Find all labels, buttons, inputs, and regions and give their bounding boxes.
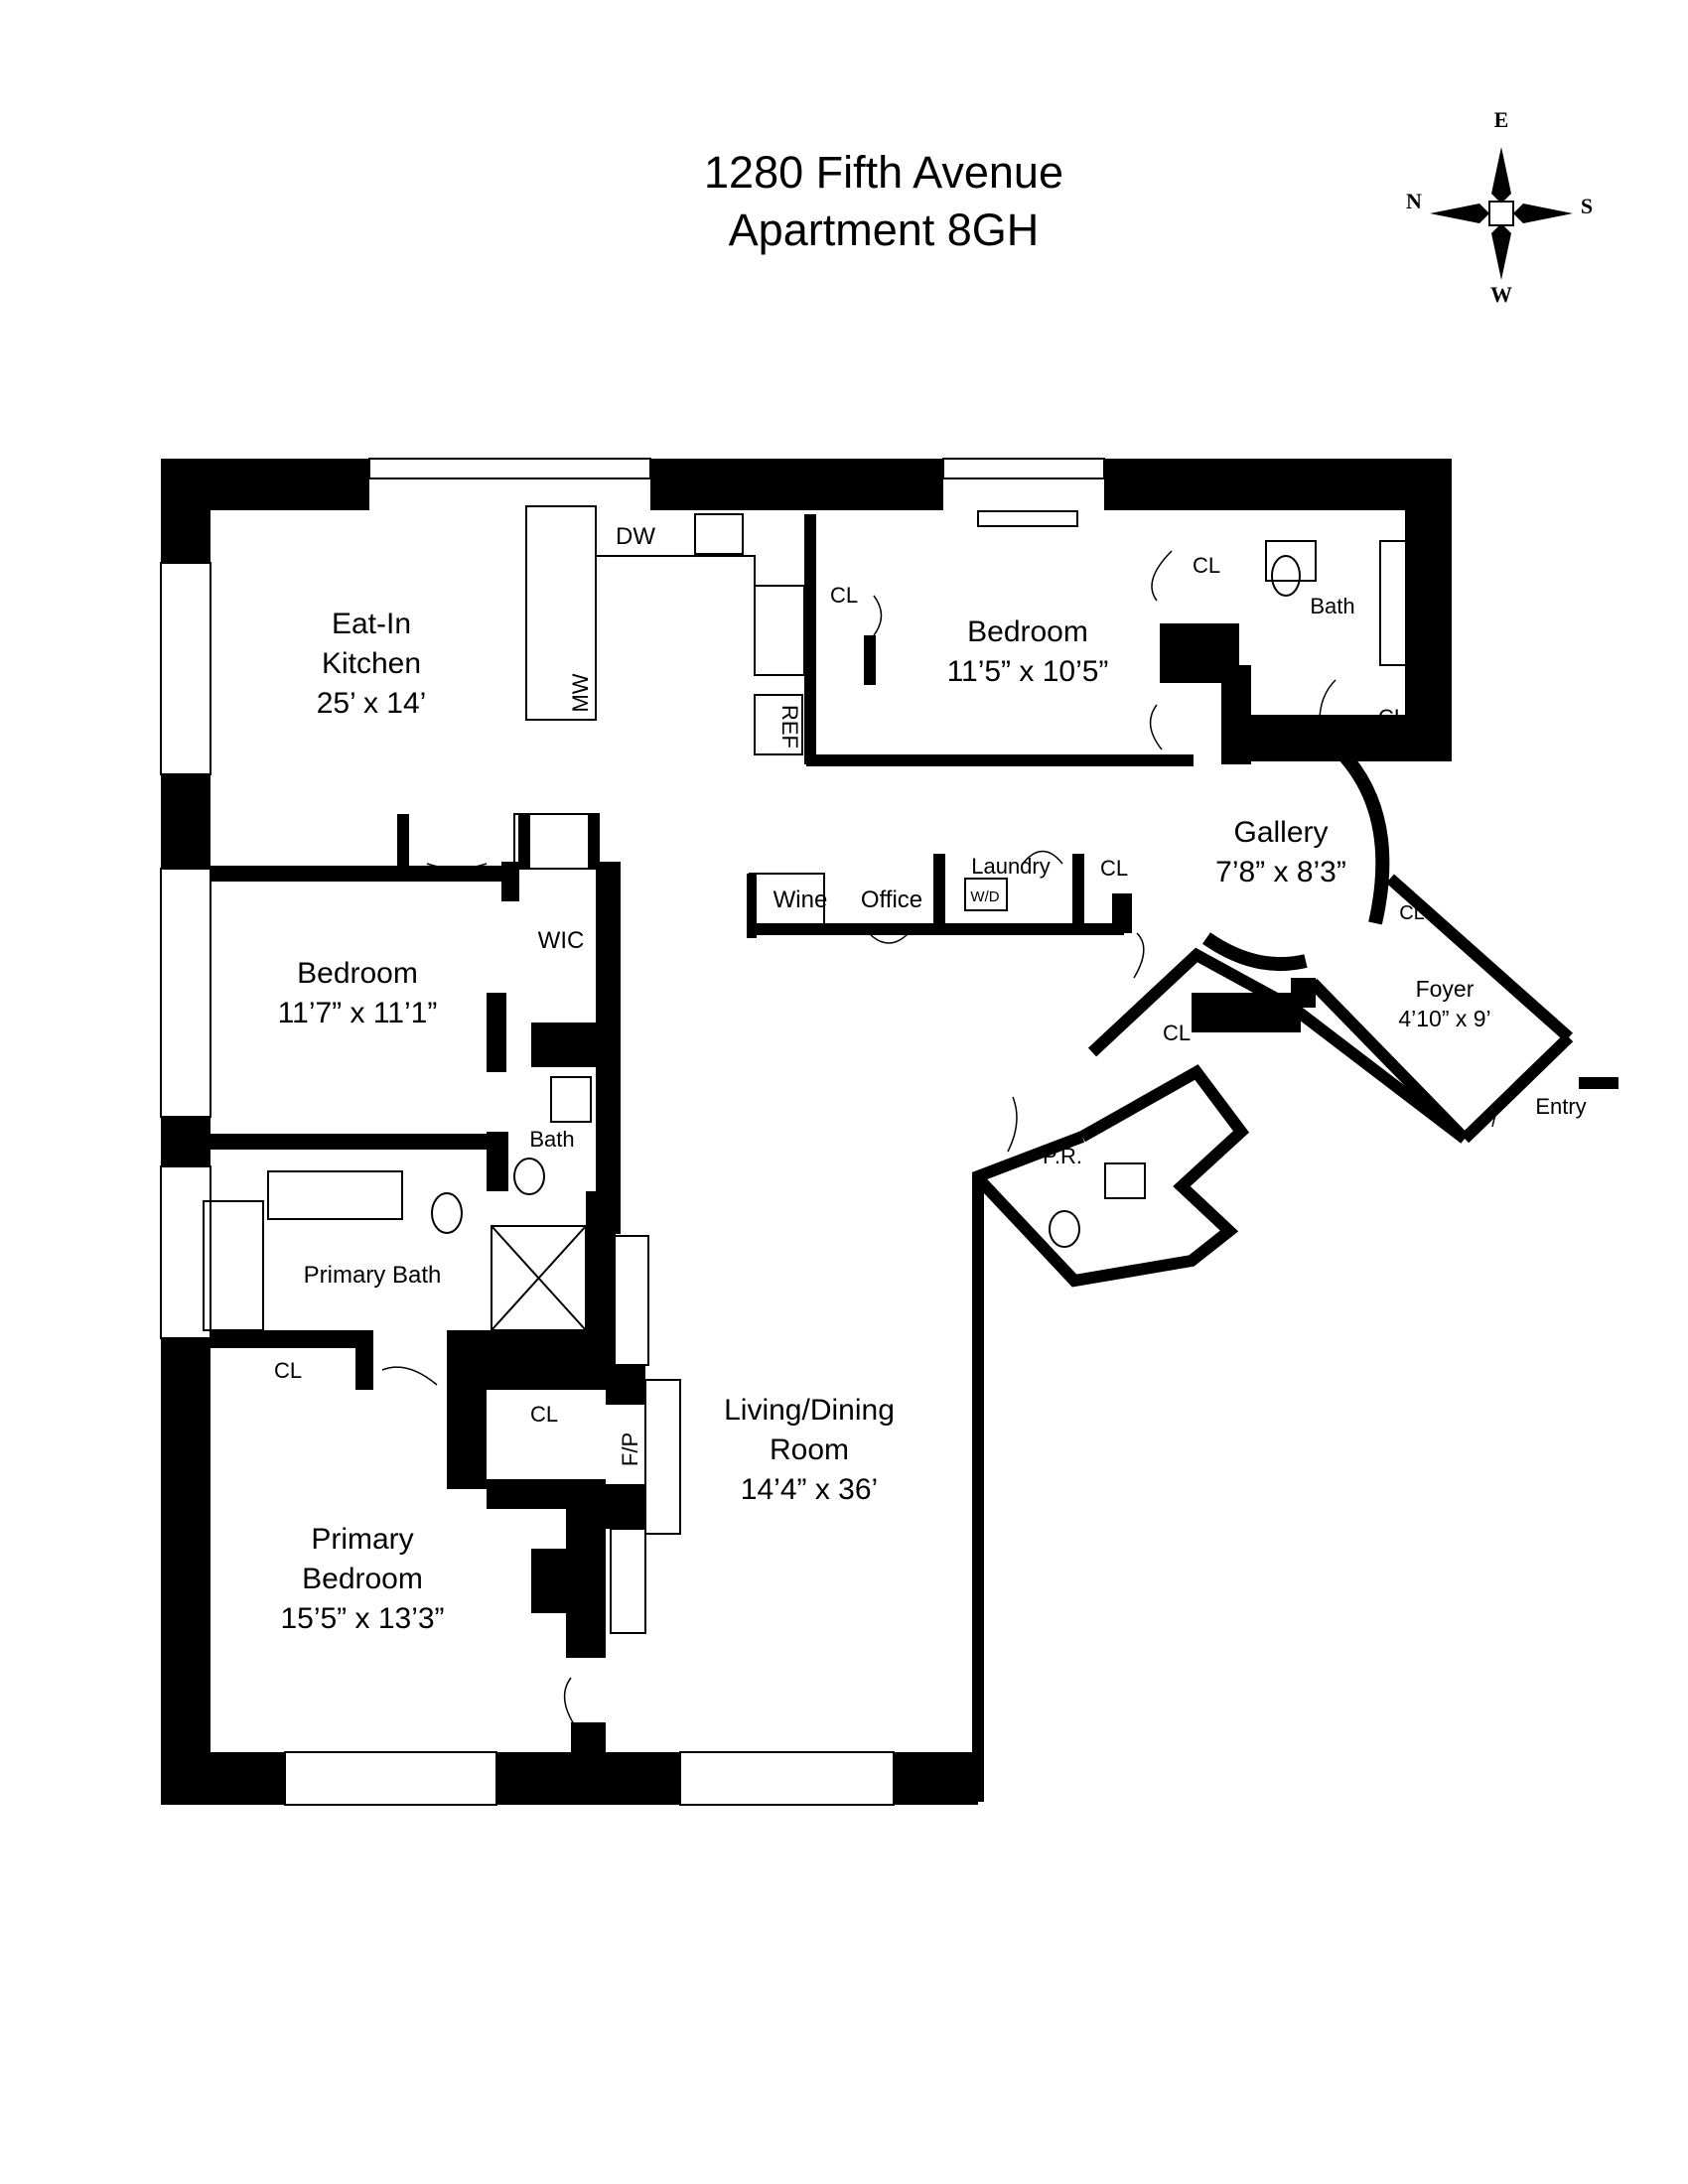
compass-rose: E W N S bbox=[1406, 107, 1593, 307]
laundry-label: Laundry bbox=[971, 854, 1051, 879]
compass-south: S bbox=[1581, 194, 1593, 218]
wall-foyer-east bbox=[1386, 874, 1573, 1042]
doors bbox=[381, 550, 1530, 1728]
window-west-2 bbox=[160, 868, 211, 1118]
compass-east: E bbox=[1494, 107, 1509, 132]
wall-east-bath bbox=[1405, 459, 1452, 761]
walls bbox=[161, 459, 1618, 1805]
living-dims: 14’4” x 36’ bbox=[741, 1473, 878, 1506]
living-name-line2: Room bbox=[770, 1433, 849, 1466]
toilet-west bbox=[513, 1158, 545, 1195]
closet-label: CL bbox=[1163, 1021, 1191, 1045]
closet-label: CL bbox=[573, 1616, 596, 1636]
fixtures bbox=[203, 505, 1436, 1634]
closet-label: CL bbox=[1378, 705, 1406, 730]
bedroom-north-name: Bedroom bbox=[967, 615, 1088, 648]
gallery-curves bbox=[1201, 747, 1390, 972]
refrigerator-label: REF bbox=[777, 705, 802, 749]
powder-room-toilet bbox=[1049, 1210, 1080, 1248]
window-south-2 bbox=[679, 1751, 895, 1806]
bath-sink-north bbox=[1265, 540, 1317, 582]
closet-label: CL bbox=[530, 1402, 558, 1427]
wall-outlines bbox=[972, 874, 1574, 1802]
wall-north-mid bbox=[650, 459, 943, 510]
toilet-primary bbox=[431, 1192, 463, 1234]
gallery-name: Gallery bbox=[1233, 816, 1328, 849]
wall-bedroom-bath bbox=[209, 1134, 496, 1150]
compass-north: N bbox=[1406, 189, 1422, 213]
bathtub-north bbox=[1379, 540, 1436, 666]
entry-label: Entry bbox=[1535, 1094, 1586, 1119]
windows bbox=[160, 458, 1105, 1806]
primary-bedroom-dims: 15’5” x 13’3” bbox=[280, 1602, 444, 1635]
wall-bedroom-south bbox=[806, 754, 1194, 766]
fireplace-label: F/P bbox=[618, 1433, 642, 1466]
closet-label: CL bbox=[543, 1584, 566, 1604]
washer-dryer bbox=[964, 878, 1008, 911]
window-west-3 bbox=[160, 1165, 211, 1339]
wall-south-3 bbox=[894, 1752, 978, 1805]
wic-label: WIC bbox=[538, 927, 585, 954]
vanity bbox=[267, 1170, 403, 1220]
powder-room-label: P.R. bbox=[1043, 1144, 1082, 1168]
bath-north-label: Bath bbox=[1310, 594, 1354, 618]
bath-west-label: Bath bbox=[529, 1127, 574, 1152]
wall-bath-primary bbox=[209, 1330, 372, 1348]
primary-bedroom-name-line2: Bedroom bbox=[302, 1563, 423, 1595]
wall-living-east bbox=[972, 1131, 1085, 1802]
foyer-name: Foyer bbox=[1416, 976, 1475, 1002]
closet-label: CL bbox=[830, 583, 858, 608]
bathtub-primary bbox=[203, 1200, 264, 1331]
kitchen-dims: 25’ x 14’ bbox=[317, 687, 427, 720]
closet-label: CL bbox=[1193, 553, 1220, 578]
cooktop bbox=[754, 585, 805, 676]
window-south-1 bbox=[284, 1751, 497, 1806]
wall-powder-room bbox=[976, 1064, 1250, 1288]
kitchen-sink bbox=[694, 513, 744, 555]
wall-north-east bbox=[1104, 459, 1452, 510]
closet-label: CL bbox=[1399, 902, 1425, 924]
dishwasher-label: DW bbox=[616, 523, 655, 550]
window-north-2 bbox=[942, 458, 1105, 479]
gallery-dims: 7’8” x 8’3” bbox=[1215, 856, 1346, 888]
fireplace bbox=[644, 1379, 681, 1535]
kitchen-counter bbox=[596, 555, 756, 586]
bath-sink-west bbox=[550, 1076, 592, 1123]
kitchen-island bbox=[525, 505, 597, 721]
wall-west-4 bbox=[161, 1338, 211, 1805]
wine-label: Wine bbox=[774, 887, 828, 913]
refrigerator bbox=[754, 694, 803, 755]
toilet-north bbox=[1271, 555, 1301, 597]
wall-west-3 bbox=[161, 1117, 211, 1166]
foyer-dims: 4’10” x 9’ bbox=[1398, 1006, 1490, 1031]
bedroom-north-dims: 11’5” x 10’5” bbox=[947, 655, 1109, 688]
address-line: 1280 Fifth Avenue bbox=[704, 147, 1063, 198]
microwave-label: MW bbox=[568, 673, 593, 712]
shower bbox=[491, 1225, 587, 1331]
bedroom-west-name: Bedroom bbox=[297, 957, 418, 990]
kitchen-name-line1: Eat-In bbox=[332, 608, 411, 640]
apartment-line: Apartment 8GH bbox=[728, 205, 1040, 255]
kitchen-name-line2: Kitchen bbox=[322, 647, 421, 680]
wall-west-2 bbox=[161, 774, 211, 869]
office-label: Office bbox=[861, 887, 922, 913]
primary-bedroom-name-line1: Primary bbox=[311, 1523, 413, 1556]
washer-dryer-label: W/D bbox=[970, 888, 999, 905]
closet-label: CL bbox=[274, 1358, 302, 1383]
wall-west-1 bbox=[161, 459, 211, 563]
powder-room-sink bbox=[1104, 1162, 1146, 1199]
window-west-1 bbox=[160, 562, 211, 775]
living-name-line1: Living/Dining bbox=[724, 1394, 895, 1427]
wall-south-1 bbox=[161, 1752, 285, 1805]
bedroom-west-dims: 11’7” x 11’1” bbox=[278, 997, 438, 1029]
closet-label: CL bbox=[1100, 856, 1128, 881]
window-north-1 bbox=[368, 458, 651, 479]
wall-kitchen-bedroom bbox=[209, 866, 506, 882]
compass-west: W bbox=[1490, 282, 1512, 307]
primary-bath-name: Primary Bath bbox=[304, 1262, 442, 1289]
